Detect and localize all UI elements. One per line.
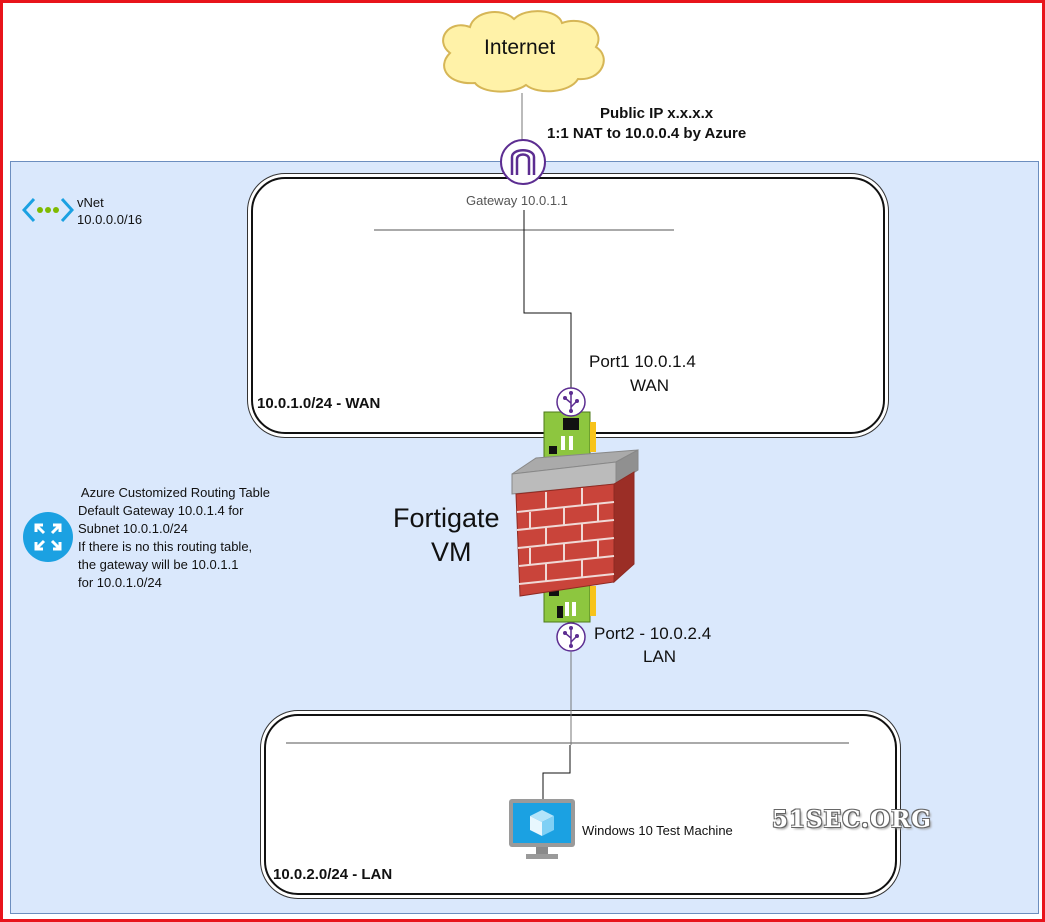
port1-line1: Port1 10.0.1.4 (589, 352, 696, 371)
public-ip-line2: 1:1 NAT to 10.0.0.4 by Azure (547, 125, 747, 142)
fortigate-line1: Fortigate (393, 503, 500, 533)
routing-table-note: Azure Customized Routing Table Default G… (78, 484, 270, 592)
public-ip-line1: Public IP x.x.x.x (600, 105, 714, 122)
vnet-cidr: 10.0.0.0/16 (77, 212, 143, 227)
gateway-icon (500, 139, 546, 185)
fortigate-line2: VM (431, 537, 472, 567)
port1-network-interface-icon (556, 387, 586, 417)
route-table-icon (23, 512, 73, 562)
port2-line2: LAN (643, 647, 677, 666)
port2-network-interface-icon (556, 622, 586, 652)
lan-subnet-label: 10.0.2.0/24 - LAN (273, 866, 393, 883)
routing-note-line: for 10.0.1.0/24 (78, 575, 162, 590)
lan-subnet-box (264, 714, 897, 895)
gateway-label: Gateway 10.0.1.1 (466, 193, 568, 208)
internet-label: Internet (484, 36, 556, 59)
routing-note-line: Subnet 10.0.1.0/24 (78, 521, 188, 536)
routing-note-line: If there is no this routing table, (78, 539, 253, 554)
port2-line1: Port2 - 10.0.2.4 (594, 624, 712, 643)
internet-cloud-icon (442, 10, 605, 93)
firewall-icon (511, 449, 639, 597)
port1-nic-card-icon (543, 411, 596, 459)
windows-vm-monitor-icon (509, 799, 575, 859)
routing-note-line: Azure Customized Routing Table (78, 485, 270, 500)
gateway-to-port1-link (523, 210, 572, 388)
vnet-icon (22, 197, 74, 223)
test-machine-label: Windows 10 Test Machine (582, 823, 733, 838)
wan-subnet-label: 10.0.1.0/24 - WAN (257, 395, 381, 412)
routing-note-line: the gateway will be 10.0.1.1 (78, 557, 239, 572)
watermark: 51SEC.ORG (772, 806, 932, 833)
routing-note-line: Default Gateway 10.0.1.4 for (78, 503, 244, 518)
lan-to-machine-link (542, 745, 571, 800)
vnet-name: vNet (77, 195, 104, 210)
port1-line2: WAN (630, 376, 670, 395)
